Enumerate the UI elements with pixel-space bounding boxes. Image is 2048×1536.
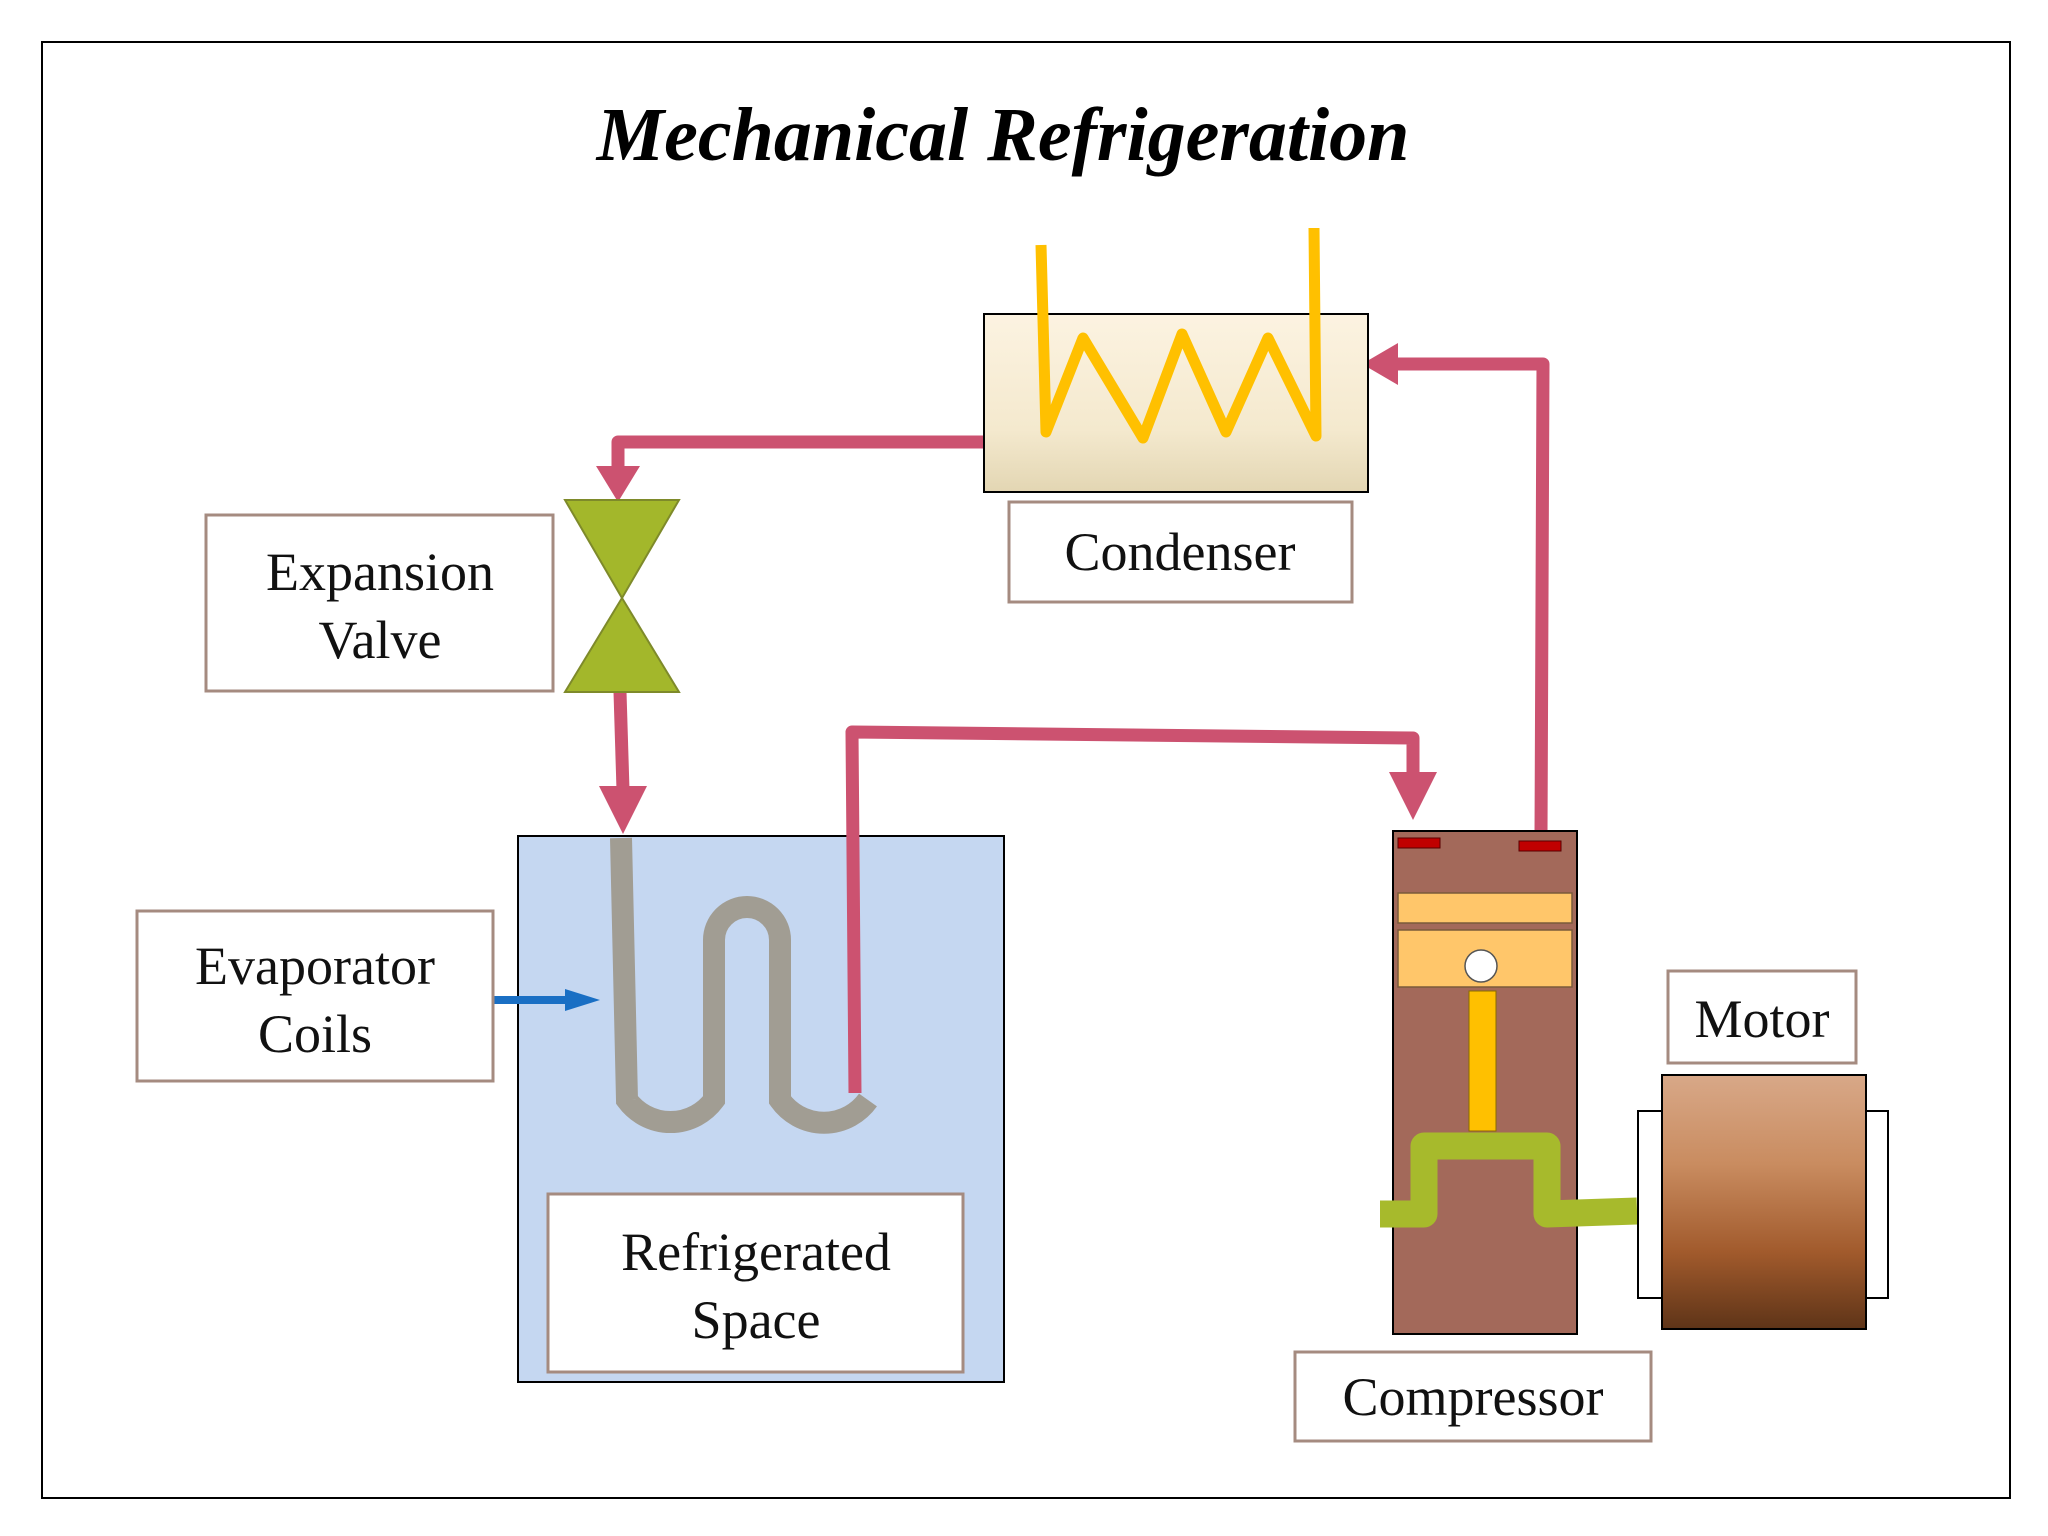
compressor-icon bbox=[1380, 830, 1638, 1335]
compressor-valve-left bbox=[1397, 837, 1441, 849]
label-refrigerated-space-line1: Refrigerated bbox=[621, 1222, 891, 1282]
diagram-frame bbox=[41, 41, 2011, 1499]
label-expansion-valve-line2: Valve bbox=[319, 610, 442, 670]
piston-head bbox=[1397, 892, 1573, 924]
evaporator-pointer-arrow bbox=[480, 989, 600, 1011]
arrowhead-into-valve bbox=[596, 466, 640, 502]
motor-icon bbox=[1637, 1074, 1889, 1330]
label-evaporator-coils: Evaporator Coils bbox=[135, 909, 495, 1083]
label-evaporator-coils-line1: Evaporator bbox=[195, 936, 435, 996]
label-expansion-valve-line1: Expansion bbox=[266, 542, 494, 602]
label-expansion-valve: Expansion Valve bbox=[204, 513, 555, 693]
label-motor-text: Motor bbox=[1695, 989, 1830, 1049]
piston-pin bbox=[1464, 949, 1498, 983]
evaporator-coil bbox=[610, 837, 877, 1134]
arrowhead-into-condenser bbox=[1362, 343, 1398, 385]
line-compressor-to-condenser bbox=[1394, 357, 1550, 836]
label-refrigerated-space-line2: Space bbox=[692, 1290, 821, 1350]
label-condenser: Condenser bbox=[1007, 500, 1354, 604]
expansion-valve-icon bbox=[563, 499, 681, 693]
arrowhead-into-evaporator bbox=[599, 786, 647, 834]
label-condenser-text: Condenser bbox=[1065, 522, 1296, 582]
condenser-coil bbox=[1035, 227, 1322, 444]
compressor-valve-right bbox=[1518, 840, 1562, 852]
label-evaporator-coils-line2: Coils bbox=[258, 1004, 372, 1064]
label-compressor-text: Compressor bbox=[1343, 1367, 1604, 1427]
line-condenser-to-valve bbox=[611, 435, 984, 470]
label-refrigerated-space: Refrigerated Space bbox=[546, 1192, 965, 1374]
line-valve-to-evaporator bbox=[613, 691, 630, 791]
label-motor: Motor bbox=[1666, 969, 1858, 1065]
connecting-rod bbox=[1468, 990, 1497, 1132]
diagram-title: Mechanical Refrigeration bbox=[596, 93, 1410, 177]
label-compressor: Compressor bbox=[1293, 1350, 1653, 1443]
crankshaft bbox=[1380, 1132, 1638, 1228]
flow-arrowheads bbox=[596, 343, 1437, 834]
arrowhead-into-compressor bbox=[1389, 772, 1437, 820]
refrigerant-lines bbox=[611, 357, 1550, 1094]
line-evaporator-to-compressor bbox=[845, 725, 1420, 1094]
